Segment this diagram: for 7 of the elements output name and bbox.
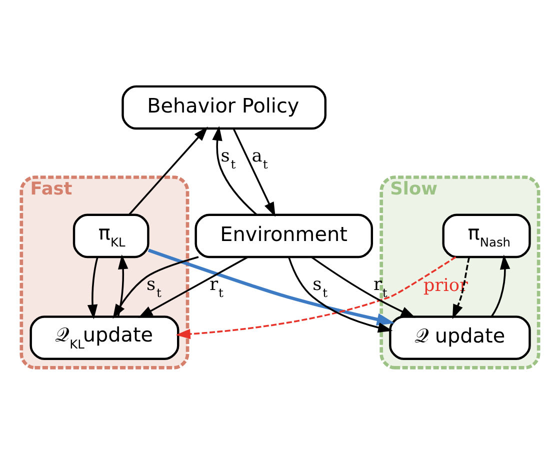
edge-label: s$_{t}$ bbox=[146, 274, 162, 300]
edge-label: a$_{t}$ bbox=[252, 146, 268, 172]
edge-label: s$_{t}$ bbox=[220, 146, 236, 172]
edge-label: s$_{t}$ bbox=[312, 274, 328, 300]
edge-label: r$_{t}$ bbox=[374, 274, 388, 300]
edge-label: prior bbox=[423, 276, 468, 296]
edge-label: r$_{t}$ bbox=[210, 274, 224, 300]
